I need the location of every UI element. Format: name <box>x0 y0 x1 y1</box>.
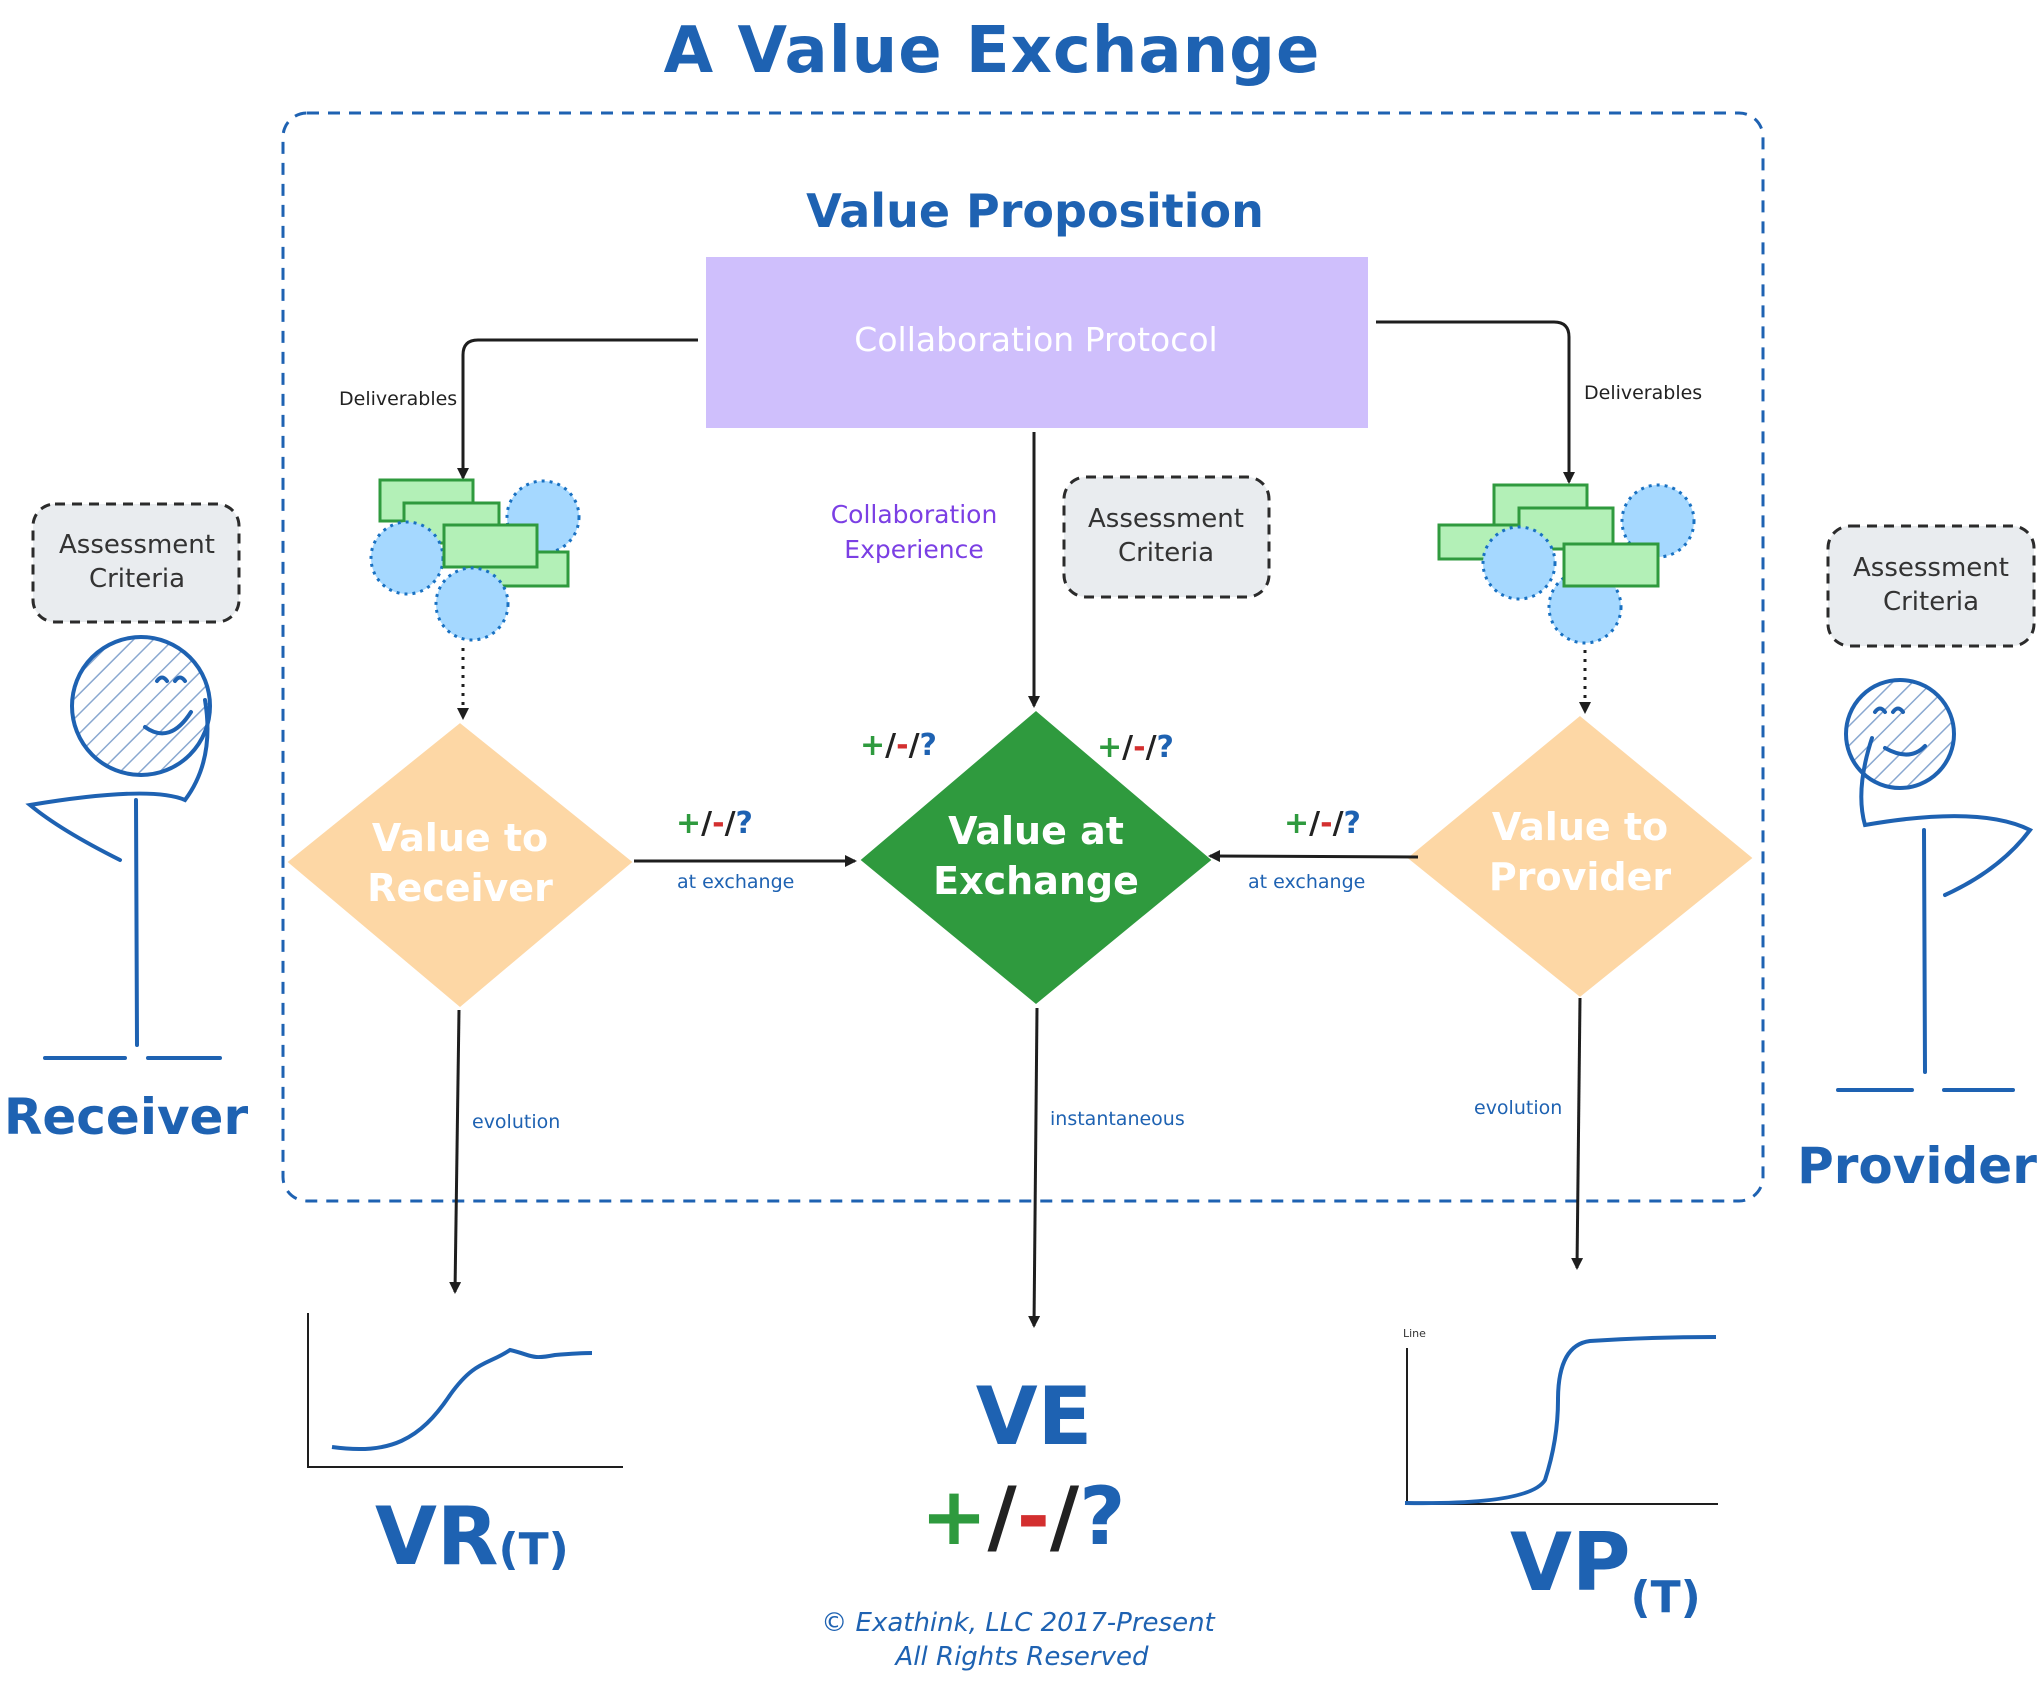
value-exchange-frame <box>281 111 1765 1203</box>
arrow-exchange-instantaneous <box>1028 1007 1041 1328</box>
provider-value-curve <box>1404 1335 1717 1506</box>
value-at-exchange-label: Value at Exchange <box>933 809 1139 903</box>
value-to-receiver-node[interactable] <box>287 723 633 1007</box>
chart-line-label: Line <box>1403 1327 1426 1340</box>
at-exchange-label-right: at exchange <box>1248 871 1366 893</box>
vr-label: VR(T) <box>375 1490 569 1583</box>
receiver-deliverables-cluster <box>369 478 581 642</box>
ve-indicator: +/-/? <box>920 1470 1126 1563</box>
collaboration-protocol-box[interactable] <box>706 257 1368 428</box>
receiver-figure <box>25 635 222 1060</box>
provider-label: Provider <box>1797 1137 2037 1195</box>
page-title: A Value Exchange <box>663 14 1321 88</box>
copyright-line-2: All Rights Reserved <box>895 1642 1149 1672</box>
assessment-criteria-box-left <box>31 502 241 624</box>
arrow-protocol-to-receiver-deliverables <box>457 338 698 480</box>
indicator-exchange-right: +/-/? <box>1097 730 1174 765</box>
deliverables-label-right: Deliverables <box>1584 382 1703 404</box>
receiver-value-chart <box>307 1313 623 1468</box>
value-proposition-heading: Value Proposition <box>806 184 1264 238</box>
ve-label: VE <box>975 1370 1093 1463</box>
value-at-exchange-node[interactable] <box>860 711 1212 1004</box>
instantaneous-label: instantaneous <box>1050 1108 1185 1130</box>
evolution-label-left: evolution <box>472 1111 561 1133</box>
at-exchange-label-left: at exchange <box>677 871 795 893</box>
arrow-protocol-to-provider-deliverables <box>1376 320 1575 484</box>
arrow-provider-to-exchange <box>1208 850 1419 863</box>
indicator-exchange-left: +/-/? <box>860 728 937 763</box>
assessment-criteria-box-right <box>1826 524 2036 648</box>
collaboration-experience-label: Collaboration Experience <box>830 500 998 564</box>
receiver-value-curve <box>331 1347 593 1452</box>
provider-deliverables-cluster <box>1437 483 1696 645</box>
provider-value-chart <box>1404 1335 1718 1506</box>
value-to-receiver-label: Value to Receiver <box>367 816 553 910</box>
arrow-receiver-evolution <box>449 1009 462 1294</box>
value-to-provider-node[interactable] <box>1407 716 1753 997</box>
assessment-criteria-right: Assessment Criteria <box>1853 553 2009 617</box>
value-to-provider-label: Value to Provider <box>1488 805 1672 899</box>
indicator-receiver-edge: +/-/? <box>676 806 753 841</box>
collaboration-protocol-label: Collaboration Protocol <box>854 320 1218 359</box>
assessment-criteria-box-center <box>1062 475 1271 599</box>
assessment-criteria-left: Assessment Criteria <box>59 530 215 594</box>
vp-label: VP(T) <box>1510 1516 1701 1623</box>
evolution-label-right: evolution <box>1474 1097 1563 1119</box>
deliverables-label-left: Deliverables <box>339 388 458 410</box>
arrow-provider-evolution <box>1571 997 1584 1270</box>
receiver-label: Receiver <box>3 1088 249 1146</box>
assessment-criteria-center: Assessment Criteria <box>1088 504 1244 568</box>
indicator-provider-edge: +/-/? <box>1284 806 1361 841</box>
copyright-line-1: © Exathink, LLC 2017-Present <box>821 1608 1215 1638</box>
provider-figure <box>1836 678 2034 1092</box>
